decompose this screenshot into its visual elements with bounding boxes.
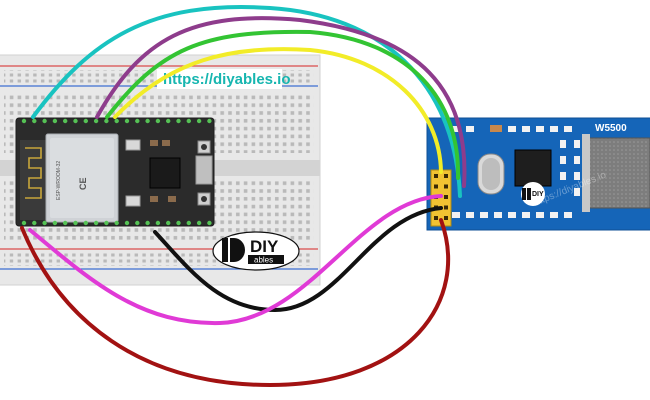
header-pin	[444, 195, 448, 199]
diyables-logo: DIY ables	[212, 231, 300, 271]
esp32-pin	[83, 220, 89, 226]
esp32-pin	[166, 220, 171, 226]
esp32-pin	[155, 118, 161, 124]
esp32-pin-rows	[21, 118, 212, 226]
w5500-chip	[514, 149, 552, 187]
component	[125, 195, 141, 207]
esp32-pin	[186, 220, 191, 226]
wire-purple	[95, 16, 467, 188]
w5500-label: W5500	[595, 123, 627, 134]
esp32-pin	[135, 220, 140, 226]
esp32-pin	[93, 220, 99, 226]
esp32-pin	[114, 220, 119, 226]
usb-port	[195, 155, 213, 185]
esp32-pin	[145, 220, 150, 226]
header-pin	[434, 184, 438, 189]
esp32-pin	[21, 118, 27, 124]
esp32-pin	[93, 118, 99, 124]
esp32-pin	[62, 118, 68, 124]
esp32-pin	[135, 118, 140, 124]
smd-component	[490, 125, 502, 132]
esp32-pin	[124, 220, 130, 226]
esp32-pin	[196, 220, 202, 226]
esp32-pin	[207, 220, 212, 226]
header-pin	[444, 174, 448, 178]
wire-yellow	[113, 47, 443, 174]
esp32-pin	[176, 220, 181, 226]
esp32-pin	[52, 118, 58, 124]
esp32-pin	[207, 118, 212, 124]
esp32-pin	[21, 220, 27, 226]
logo-text-bottom: ables	[254, 256, 273, 265]
module-logo-text: DIY	[532, 191, 544, 198]
esp32-pin	[155, 220, 161, 226]
header-pin	[444, 216, 448, 220]
esp32-ce-label: CE	[78, 177, 88, 190]
logo-text-top: DIY	[250, 237, 279, 256]
wire-cyan	[31, 5, 462, 198]
esp32-pin	[32, 220, 37, 226]
antenna-area	[20, 140, 46, 220]
esp32-pin	[83, 118, 89, 124]
esp32-pin	[42, 118, 47, 124]
component	[125, 139, 141, 151]
esp32-pin	[73, 118, 78, 124]
esp32-pin	[73, 220, 78, 226]
wires	[20, 5, 467, 388]
header-pin	[444, 205, 448, 210]
wire-black	[153, 206, 443, 313]
esp32-pin	[104, 220, 109, 226]
esp32-chip-label: ESP-WROOM-32	[56, 161, 62, 200]
esp32-pin	[196, 118, 202, 124]
esp32-pin	[62, 220, 68, 226]
antenna-trace	[25, 147, 42, 199]
esp32-pin	[166, 118, 171, 124]
esp32-pin	[52, 220, 58, 226]
url-watermark: https://diyables.io	[163, 71, 291, 88]
header-pin	[444, 184, 448, 189]
wire-red	[20, 218, 451, 388]
esp32-pin	[176, 118, 181, 124]
header-pin	[434, 174, 438, 178]
header-pin	[434, 216, 438, 220]
rj45-jack	[585, 137, 650, 209]
esp32-pin	[104, 118, 109, 124]
wire-magenta	[28, 194, 443, 326]
esp32-pin	[42, 220, 47, 226]
esp32-board: ESP-WROOM-32 CE	[15, 117, 215, 227]
esp32-pin	[32, 118, 37, 124]
esp32-pin	[114, 118, 119, 124]
esp32-pin	[145, 118, 150, 124]
url-watermark-bg	[157, 69, 282, 89]
usb-chip	[149, 157, 181, 189]
esp32-pin	[124, 118, 130, 124]
wire-green	[105, 29, 461, 180]
esp32-pin	[186, 118, 191, 124]
